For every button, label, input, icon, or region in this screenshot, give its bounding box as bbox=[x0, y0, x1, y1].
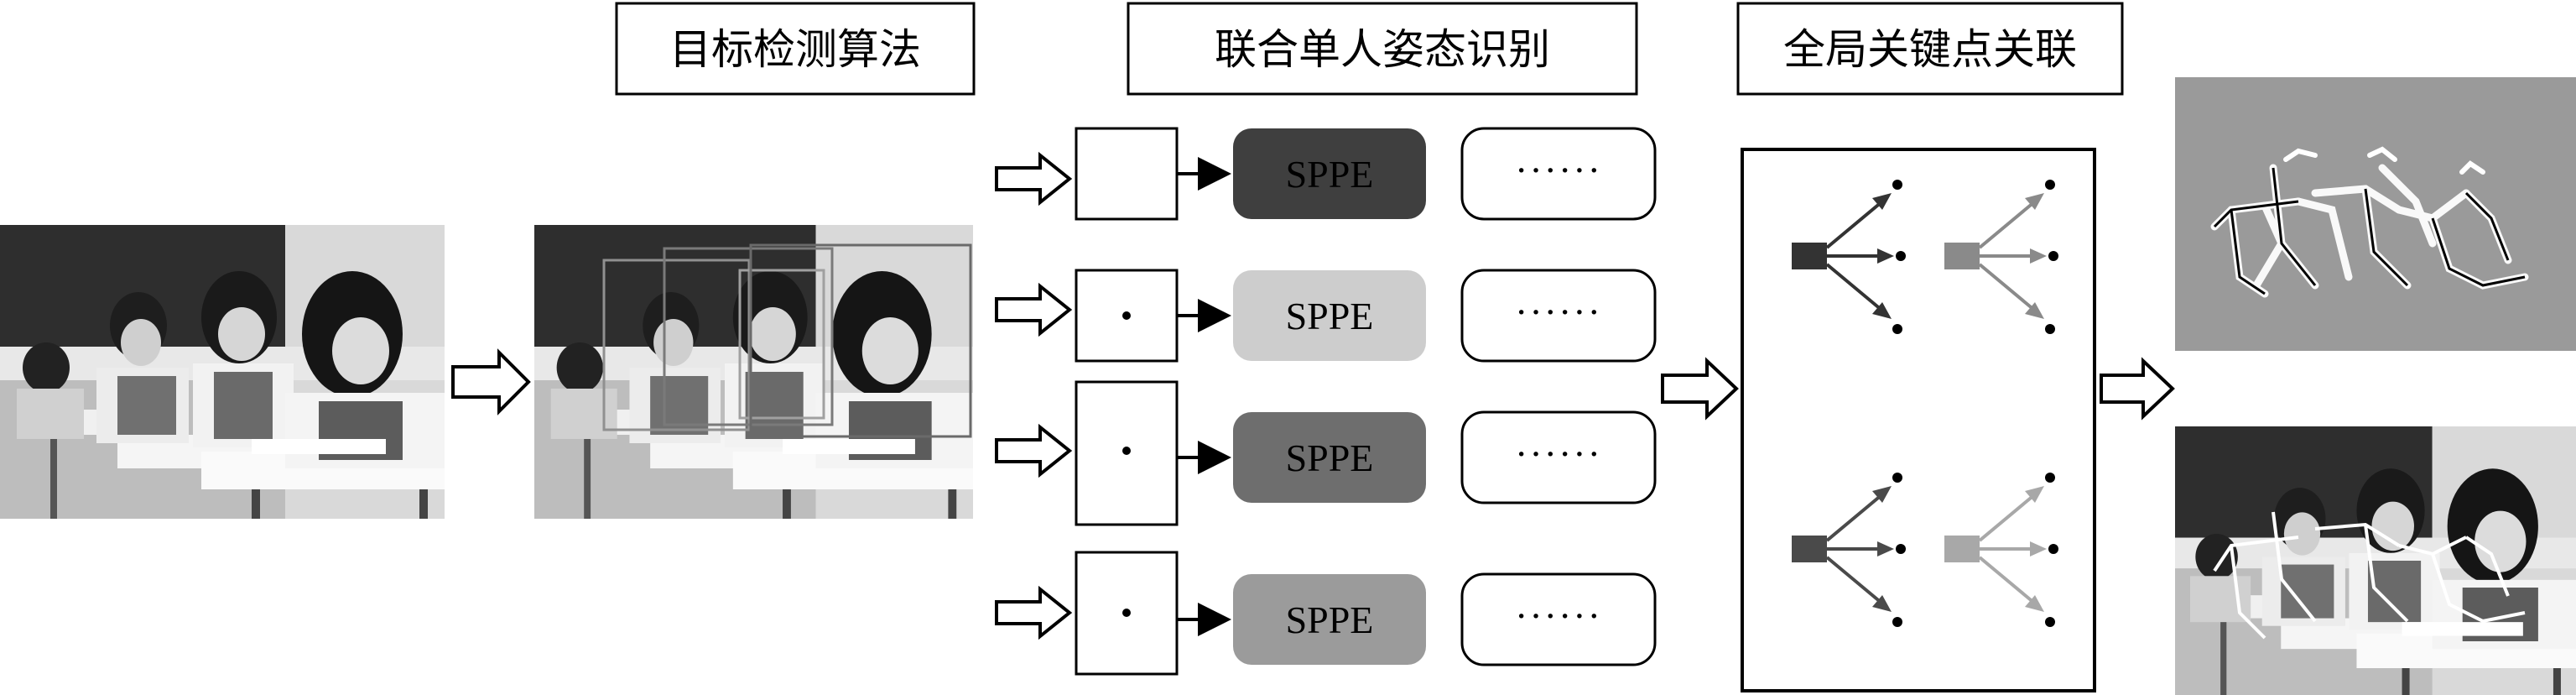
title-association-label: 全局关键点关联 bbox=[1783, 25, 2077, 74]
hollow-arrow-icon bbox=[995, 282, 1073, 337]
sppe-label: SPPE bbox=[1286, 295, 1374, 337]
keypoint-group bbox=[1792, 180, 1906, 334]
output-box bbox=[1460, 269, 1657, 363]
ellipsis: ······ bbox=[1515, 290, 1602, 333]
sppe-block bbox=[1233, 128, 1426, 219]
ellipsis: ······ bbox=[1515, 149, 1602, 191]
ellipsis: ······ bbox=[1515, 594, 1602, 637]
sppe-label: SPPE bbox=[1286, 598, 1374, 641]
bounding-box bbox=[602, 259, 751, 431]
hollow-arrow-icon bbox=[451, 348, 531, 415]
title-association: 全局关键点关联 bbox=[1736, 2, 2124, 96]
sppe-block bbox=[1233, 574, 1426, 665]
keypoint-group bbox=[1944, 473, 2058, 627]
sppe-block bbox=[1233, 412, 1426, 503]
ellipsis: ······ bbox=[1515, 432, 1602, 475]
hollow-arrow-icon bbox=[2100, 357, 2175, 421]
hollow-arrow-icon bbox=[995, 585, 1073, 640]
sppe-row-2: SPPE ······ bbox=[995, 269, 1657, 363]
keypoint-dot bbox=[1122, 447, 1131, 455]
hollow-arrow-icon bbox=[995, 423, 1073, 478]
output-box bbox=[1460, 410, 1657, 504]
sppe-label: SPPE bbox=[1286, 436, 1374, 479]
sppe-row-4: SPPE ······ bbox=[995, 551, 1657, 676]
sppe-block bbox=[1233, 270, 1426, 361]
keypoint-group bbox=[1792, 473, 1906, 627]
association-panel bbox=[1741, 148, 2096, 692]
bounding-box bbox=[663, 247, 834, 426]
hollow-arrow-icon bbox=[995, 151, 1073, 206]
keypoint-group bbox=[1944, 180, 2058, 334]
output-photo bbox=[2175, 426, 2576, 695]
output-box bbox=[1460, 572, 1657, 666]
crop-box bbox=[1075, 127, 1179, 221]
skeleton-map bbox=[2175, 77, 2576, 351]
sppe-row-3: SPPE ······ bbox=[995, 380, 1657, 526]
title-detection: 目标检测算法 bbox=[615, 2, 976, 96]
title-detection-label: 目标检测算法 bbox=[669, 25, 921, 74]
hollow-arrow-icon bbox=[1661, 357, 1739, 421]
detection-photo bbox=[534, 225, 973, 519]
keypoint-dot bbox=[1122, 609, 1131, 617]
sppe-label: SPPE bbox=[1286, 153, 1374, 196]
output-box bbox=[1460, 127, 1657, 221]
title-sppe: 联合单人姿态识别 bbox=[1127, 2, 1638, 96]
keypoint-dot bbox=[1122, 311, 1131, 320]
input-photo bbox=[0, 225, 445, 519]
sppe-row-1: SPPE ······ bbox=[995, 127, 1657, 221]
bounding-box bbox=[749, 243, 972, 438]
title-sppe-label: 联合单人姿态识别 bbox=[1215, 25, 1550, 74]
bounding-box bbox=[738, 269, 825, 420]
